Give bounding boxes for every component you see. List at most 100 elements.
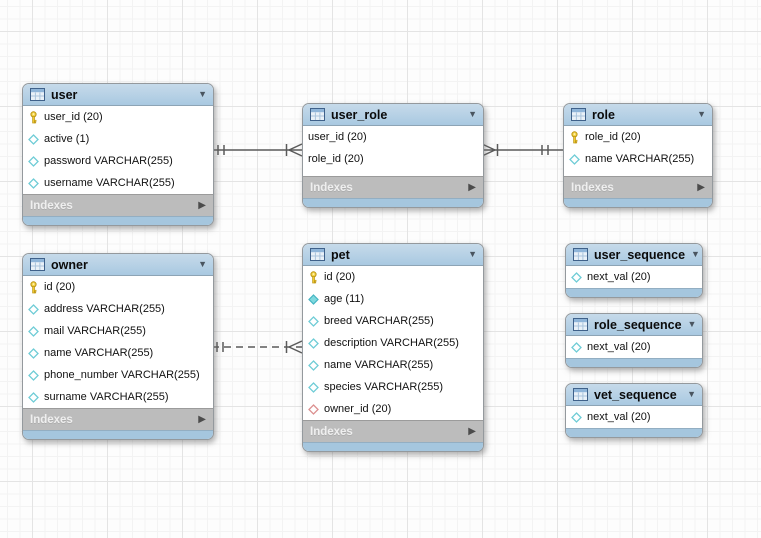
column-label: phone_number VARCHAR(255)	[44, 369, 200, 381]
column-row[interactable]: description VARCHAR(255)	[303, 332, 483, 354]
indexes-section[interactable]: Indexes▶	[23, 194, 213, 216]
column-row[interactable]: name VARCHAR(255)	[23, 342, 213, 364]
table-header[interactable]: user ▼	[23, 84, 213, 106]
collapse-triangle-icon[interactable]: ▼	[468, 249, 477, 259]
relationship-owner-to-pet[interactable]	[212, 340, 303, 354]
table-vet_sequence[interactable]: vet_sequence ▼ next_val (20)	[565, 383, 703, 438]
column-row[interactable]: id (20)	[303, 266, 483, 288]
column-label: next_val (20)	[587, 341, 651, 353]
table-header[interactable]: user_sequence ▼	[566, 244, 702, 266]
column-row[interactable]: species VARCHAR(255)	[303, 376, 483, 398]
key-icon	[568, 130, 581, 144]
table-user_role[interactable]: user_role▼ user_id (20) role_id (20) Indexe…	[302, 103, 484, 208]
column-row[interactable]: user_id (20)	[303, 126, 483, 148]
notnull-diamond-icon	[307, 293, 320, 305]
table-role[interactable]: role▼role_id (20) name VARCHAR(255) Indexe…	[563, 103, 713, 208]
collapse-triangle-icon[interactable]: ▼	[691, 249, 700, 259]
table-header[interactable]: role▼	[564, 104, 712, 126]
relationship-user-to-user_role[interactable]	[212, 143, 303, 157]
column-row[interactable]: next_val (20)	[566, 266, 702, 288]
indexes-section[interactable]: Indexes▶	[303, 420, 483, 442]
column-label: name VARCHAR(255)	[324, 359, 434, 371]
column-label: next_val (20)	[587, 411, 651, 423]
table-bottom-strip	[564, 198, 712, 207]
table-header[interactable]: user_role▼	[303, 104, 483, 126]
column-label: user_id (20)	[44, 111, 103, 123]
columns-list: next_val (20)	[566, 266, 702, 288]
column-label: species VARCHAR(255)	[324, 381, 444, 393]
column-row[interactable]: surname VARCHAR(255)	[23, 386, 213, 408]
column-row[interactable]: password VARCHAR(255)	[23, 150, 213, 172]
indexes-label: Indexes	[571, 181, 614, 194]
column-label: active (1)	[44, 133, 90, 145]
table-title: pet	[331, 247, 350, 262]
table-user_sequence[interactable]: user_sequence ▼ next_val (20)	[565, 243, 703, 298]
nullable-diamond-icon	[570, 271, 583, 283]
columns-list: role_id (20) name VARCHAR(255)	[564, 126, 712, 176]
column-row[interactable]: next_val (20)	[566, 336, 702, 358]
columns-list: next_val (20)	[566, 336, 702, 358]
expand-arrow-icon[interactable]: ▶	[697, 181, 705, 193]
nullable-diamond-icon	[570, 341, 583, 353]
table-owner[interactable]: owner ▼ id (20)address VARCHAR(255)mail VA…	[22, 253, 214, 440]
column-row[interactable]: mail VARCHAR(255)	[23, 320, 213, 342]
column-row[interactable]: phone_number VARCHAR(255)	[23, 364, 213, 386]
nullable-diamond-icon	[307, 337, 320, 349]
table-header[interactable]: owner ▼	[23, 254, 213, 276]
column-row[interactable]: role_id (20)	[303, 148, 483, 170]
collapse-triangle-icon[interactable]: ▼	[198, 89, 207, 99]
collapse-triangle-icon[interactable]: ▼	[697, 109, 706, 119]
column-label: user_id (20)	[308, 131, 367, 143]
table-role_sequence[interactable]: role_sequence▼ next_val (20)	[565, 313, 703, 368]
expand-arrow-icon[interactable]: ▶	[198, 413, 206, 425]
relationship-role-to-user_role[interactable]	[481, 143, 563, 157]
column-label: username VARCHAR(255)	[44, 177, 175, 189]
column-row[interactable]: name VARCHAR(255)	[564, 148, 712, 170]
table-header[interactable]: pet ▼	[303, 244, 483, 266]
nullable-diamond-icon	[568, 153, 581, 165]
expand-arrow-icon[interactable]: ▶	[198, 199, 206, 211]
indexes-label: Indexes	[30, 413, 73, 426]
column-label: name VARCHAR(255)	[585, 153, 695, 165]
column-row[interactable]: name VARCHAR(255)	[303, 354, 483, 376]
column-row[interactable]: active (1)	[23, 128, 213, 150]
indexes-label: Indexes	[310, 181, 353, 194]
column-row[interactable]: user_id (20)	[23, 106, 213, 128]
column-label: breed VARCHAR(255)	[324, 315, 434, 327]
column-row[interactable]: breed VARCHAR(255)	[303, 310, 483, 332]
collapse-triangle-icon[interactable]: ▼	[198, 259, 207, 269]
key-icon	[27, 280, 40, 294]
table-title: vet_sequence	[594, 387, 677, 402]
table-icon	[30, 258, 45, 271]
table-bottom-strip	[566, 358, 702, 367]
column-row[interactable]: address VARCHAR(255)	[23, 298, 213, 320]
column-row[interactable]: owner_id (20)	[303, 398, 483, 420]
collapse-triangle-icon[interactable]: ▼	[687, 319, 697, 329]
column-label: next_val (20)	[587, 271, 651, 283]
table-pet[interactable]: pet ▼ id (20)age (11) breed VARCHAR(255) des…	[302, 243, 484, 452]
expand-arrow-icon[interactable]: ▶	[468, 181, 476, 193]
table-header[interactable]: vet_sequence ▼	[566, 384, 702, 406]
table-user[interactable]: user ▼ user_id (20) active (1) password VARC…	[22, 83, 214, 226]
column-row[interactable]: role_id (20)	[564, 126, 712, 148]
column-row[interactable]: username VARCHAR(255)	[23, 172, 213, 194]
columns-list: next_val (20)	[566, 406, 702, 428]
table-header[interactable]: role_sequence▼	[566, 314, 702, 336]
nullable-diamond-icon	[27, 347, 40, 359]
columns-list: user_id (20) active (1) password VARCHAR(2…	[23, 106, 213, 194]
column-row[interactable]: age (11)	[303, 288, 483, 310]
expand-arrow-icon[interactable]: ▶	[468, 425, 476, 437]
collapse-triangle-icon[interactable]: ▼	[468, 109, 477, 119]
table-title: user	[51, 87, 78, 102]
column-row[interactable]: next_val (20)	[566, 406, 702, 428]
indexes-section[interactable]: Indexes ▶	[564, 176, 712, 198]
collapse-triangle-icon[interactable]: ▼	[687, 389, 696, 399]
column-row[interactable]: id (20)	[23, 276, 213, 298]
table-icon	[310, 108, 325, 121]
table-title: owner	[51, 257, 88, 272]
indexes-section[interactable]: Indexes ▶	[303, 176, 483, 198]
table-bottom-strip	[23, 216, 213, 225]
indexes-section[interactable]: Indexes ▶	[23, 408, 213, 430]
table-title: user_sequence	[594, 247, 686, 262]
